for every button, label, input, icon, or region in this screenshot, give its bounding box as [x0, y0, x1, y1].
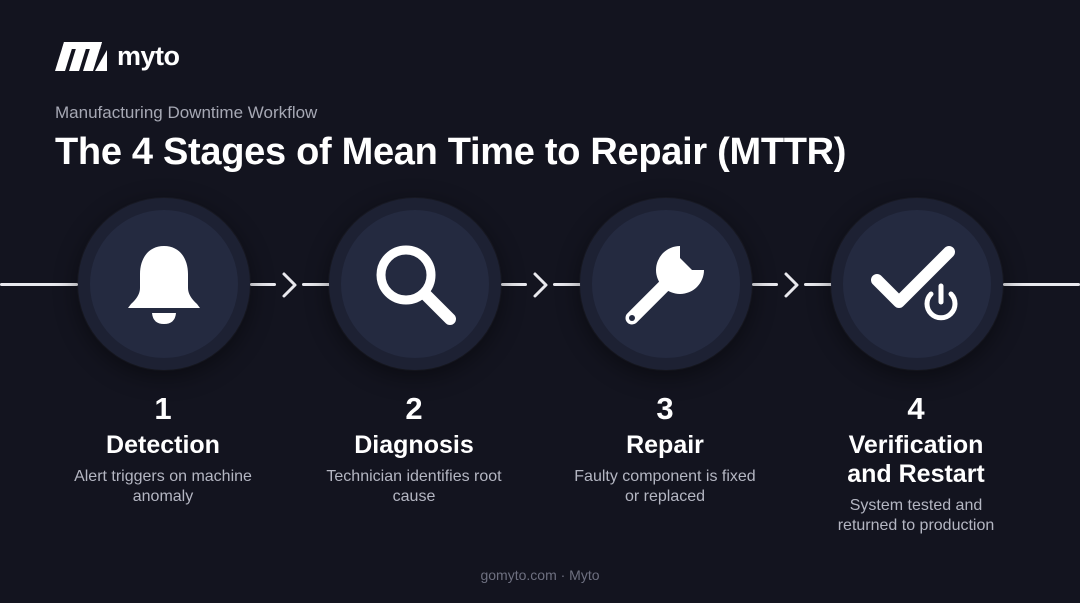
stage-3-text: 3 Repair Faulty component is fixed or re… [540, 390, 790, 507]
stage-description: System tested and returned to production [837, 497, 995, 534]
stage-2-text: 2 Diagnosis Technician identifies root c… [289, 390, 539, 507]
wrench-icon [625, 246, 704, 325]
connector-line-2-3-right [553, 283, 581, 286]
stage-2-circle [329, 198, 501, 370]
chevron-right-icon [784, 272, 799, 298]
stage-number: 4 [907, 391, 925, 426]
brand-name: myto [117, 40, 180, 71]
connector-line-1-2-right [302, 283, 330, 286]
footer-text: gomyto.com · Myto [480, 567, 600, 583]
stage-description: Faulty component is fixed or replaced [574, 468, 756, 505]
connector-line-3-4-left [752, 283, 778, 286]
page-title: The 4 Stages of Mean Time to Repair (MTT… [55, 131, 847, 173]
connector-line-3-4-right [804, 283, 832, 286]
stage-3-circle [580, 198, 752, 370]
connector-line-1-2-left [250, 283, 276, 286]
connector-line-end [1003, 283, 1080, 286]
brand-logo: myto [55, 40, 180, 72]
stage-name: Verification and Restart [847, 431, 985, 488]
myto-logo-icon [55, 42, 107, 71]
magnifier-icon [376, 245, 456, 325]
stage-number: 2 [405, 391, 423, 426]
bell-icon [128, 246, 200, 324]
checkmark-power-icon [871, 246, 958, 321]
stage-description: Technician identifies root cause [326, 468, 502, 505]
connector-line-start [0, 283, 78, 286]
connector-line-2-3-left [501, 283, 527, 286]
stage-name: Diagnosis [354, 431, 474, 459]
stage-name: Repair [626, 431, 704, 459]
page-subtitle: Manufacturing Downtime Workflow [55, 103, 318, 122]
stage-name: Detection [106, 431, 220, 459]
stage-1-circle [78, 198, 250, 370]
stage-4-circle [831, 198, 1003, 370]
stage-number: 3 [656, 391, 674, 426]
stage-number: 1 [154, 391, 172, 426]
chevron-right-icon [282, 272, 297, 298]
stage-4-text: 4 Verification and Restart System tested… [791, 390, 1041, 536]
chevron-right-icon [533, 272, 548, 298]
stage-description: Alert triggers on machine anomaly [74, 468, 252, 505]
stage-1-text: 1 Detection Alert triggers on machine an… [38, 390, 288, 507]
